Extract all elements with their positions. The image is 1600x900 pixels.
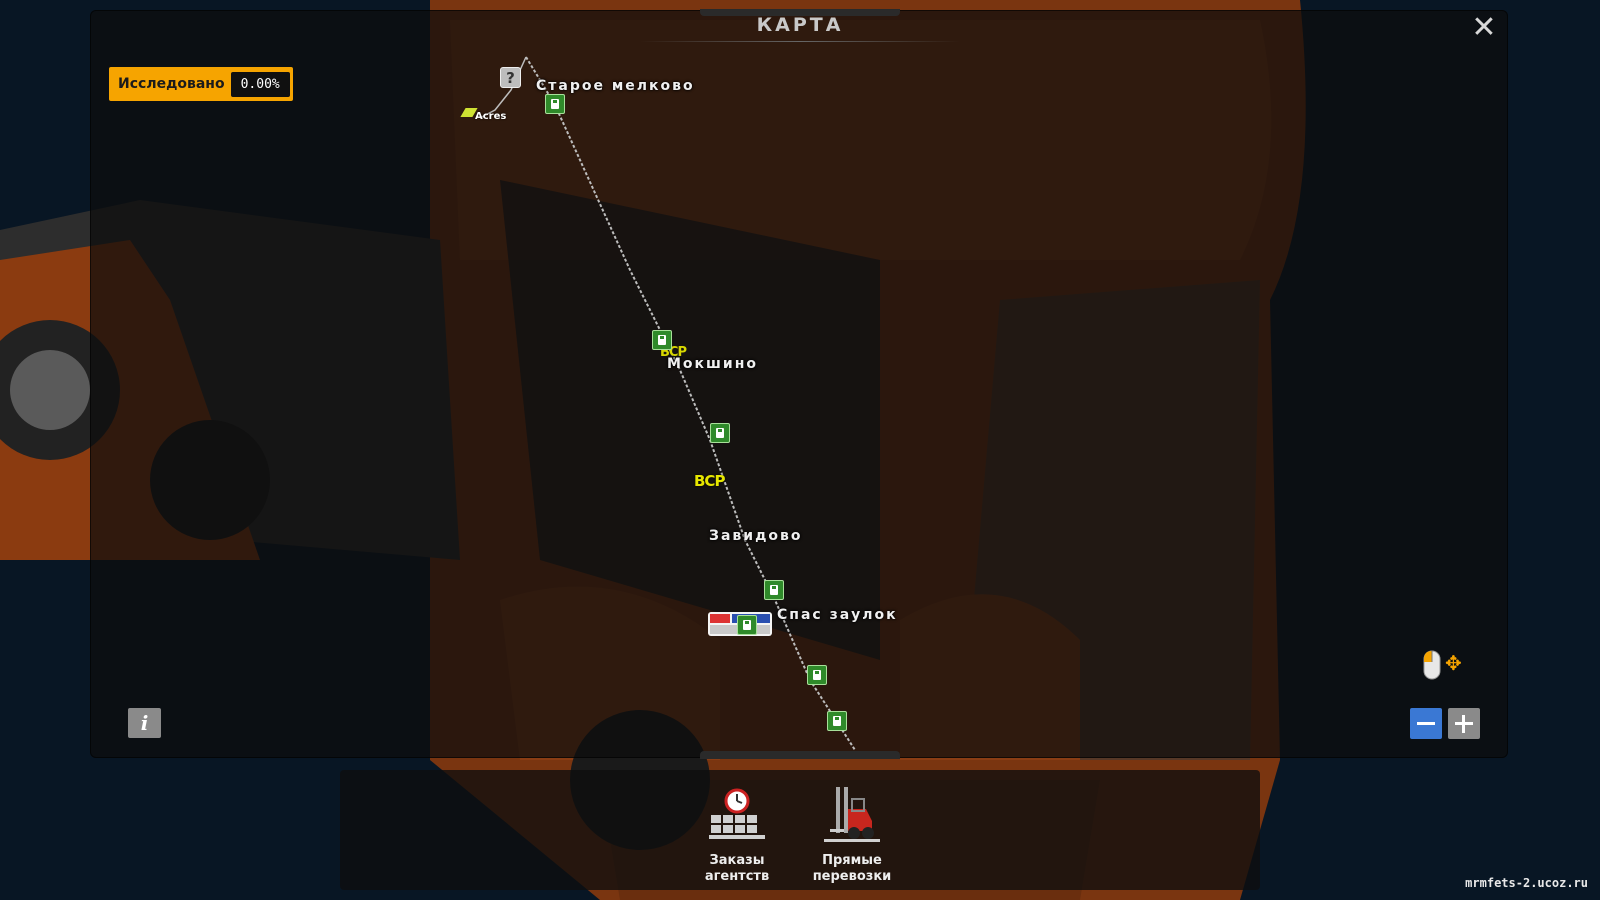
info-button[interactable]: i bbox=[128, 708, 161, 738]
page-title: КАРТА bbox=[756, 14, 844, 36]
company-acres[interactable]: Acres bbox=[475, 111, 507, 122]
explored-value: 0.00% bbox=[230, 71, 290, 97]
explored-badge: Исследовано 0.00% bbox=[109, 67, 293, 101]
bottom-dock bbox=[340, 770, 1260, 890]
close-icon[interactable]: ✕ bbox=[1471, 10, 1497, 45]
zoom-out-button[interactable] bbox=[1410, 708, 1442, 739]
dock-item-direct-transport[interactable]: Прямые перевозки bbox=[802, 785, 902, 885]
company-bcp[interactable]: BCP bbox=[694, 472, 725, 490]
dock-item-agency-orders[interactable]: Заказы агентств bbox=[687, 785, 787, 885]
fuel-station-icon[interactable] bbox=[764, 580, 784, 600]
dock-tab bbox=[700, 751, 900, 759]
watermark: mrmfets-2.ucoz.ru bbox=[1465, 876, 1588, 890]
mouse-icon bbox=[1423, 650, 1441, 680]
dock-label-line1: Заказы bbox=[709, 853, 765, 868]
dock-label-line2: перевозки bbox=[812, 869, 892, 884]
fuel-station-icon[interactable] bbox=[710, 423, 730, 443]
fuel-station-icon[interactable] bbox=[652, 330, 672, 350]
dock-label-line1: Прямые bbox=[822, 853, 882, 868]
garage-icon[interactable] bbox=[737, 615, 757, 635]
forklift-icon bbox=[824, 787, 880, 842]
move-arrows-icon: ✥ bbox=[1445, 651, 1462, 675]
city-label-zavidovo: Завидово bbox=[709, 528, 803, 544]
fuel-station-icon[interactable] bbox=[827, 711, 847, 731]
unknown-marker-icon[interactable]: ? bbox=[500, 67, 521, 88]
zoom-in-button[interactable] bbox=[1448, 708, 1480, 739]
city-label-spas-zaulok: Спас заулок bbox=[777, 607, 898, 623]
city-label-staroe-melkovo: Старое мелково bbox=[536, 78, 695, 94]
title-tab bbox=[700, 9, 900, 16]
fuel-station-icon[interactable] bbox=[545, 94, 565, 114]
agency-orders-icon bbox=[709, 788, 765, 839]
dock-label-line2: агентств bbox=[704, 869, 770, 884]
fuel-station-icon[interactable] bbox=[807, 665, 827, 685]
title-divider bbox=[640, 41, 960, 42]
city-label-mokshino: Мокшино bbox=[667, 356, 759, 372]
map-panel[interactable] bbox=[90, 10, 1508, 758]
explored-label: Исследовано bbox=[118, 76, 225, 92]
